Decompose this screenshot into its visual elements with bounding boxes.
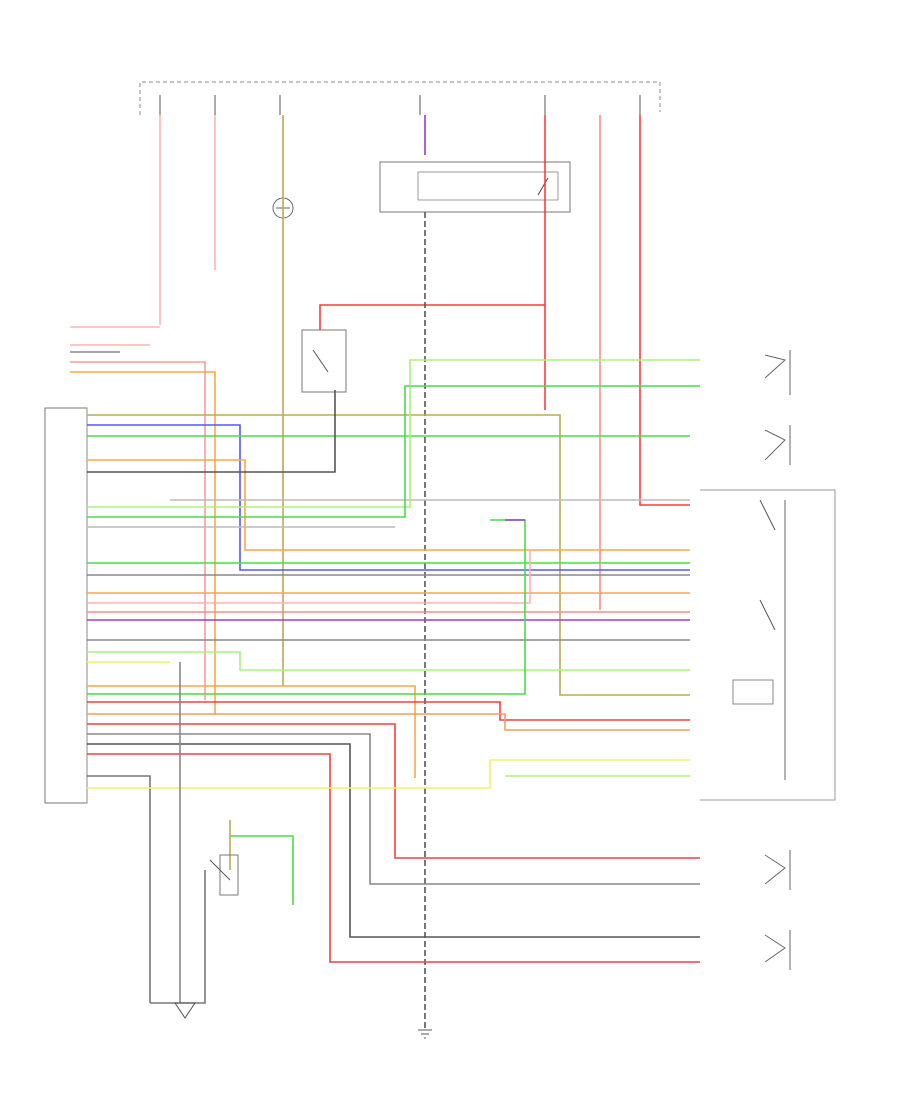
wire-group — [70, 115, 700, 1030]
wire-green — [230, 835, 294, 905]
wire-pink — [70, 361, 206, 700]
door-lock-switch — [301, 329, 347, 393]
wire-green — [87, 385, 700, 518]
wire-gray — [87, 743, 700, 938]
entry-module-box — [379, 161, 571, 213]
wire-red — [87, 753, 700, 963]
ground-point — [418, 1029, 432, 1039]
wire-yellow — [87, 759, 690, 789]
wire-olive — [87, 414, 690, 696]
wire-blue — [87, 424, 690, 571]
wire-red — [639, 115, 690, 506]
wire-orange — [87, 713, 690, 731]
wire-orange — [87, 685, 416, 778]
wire-gray — [150, 870, 206, 1004]
wire-green — [87, 519, 526, 695]
wire-lightgreen — [87, 651, 690, 671]
wire-pink — [87, 550, 531, 604]
door-lock-relay — [209, 854, 239, 896]
wire-gray — [87, 390, 336, 473]
wire-red — [87, 723, 700, 859]
fuse-bus — [139, 81, 661, 115]
memory-seat-control-unit — [44, 407, 88, 804]
wire-gray — [87, 775, 151, 1003]
wire-red — [319, 304, 545, 330]
wire-red — [87, 701, 690, 721]
right-connectors — [764, 350, 791, 970]
seat-switch-assembly — [700, 489, 836, 801]
wire-orange — [87, 459, 690, 551]
wire-orange — [70, 371, 216, 715]
wire-lightgreen — [87, 359, 700, 508]
wire-gray — [87, 733, 700, 885]
ground-point-bottom-left — [174, 1002, 196, 1019]
